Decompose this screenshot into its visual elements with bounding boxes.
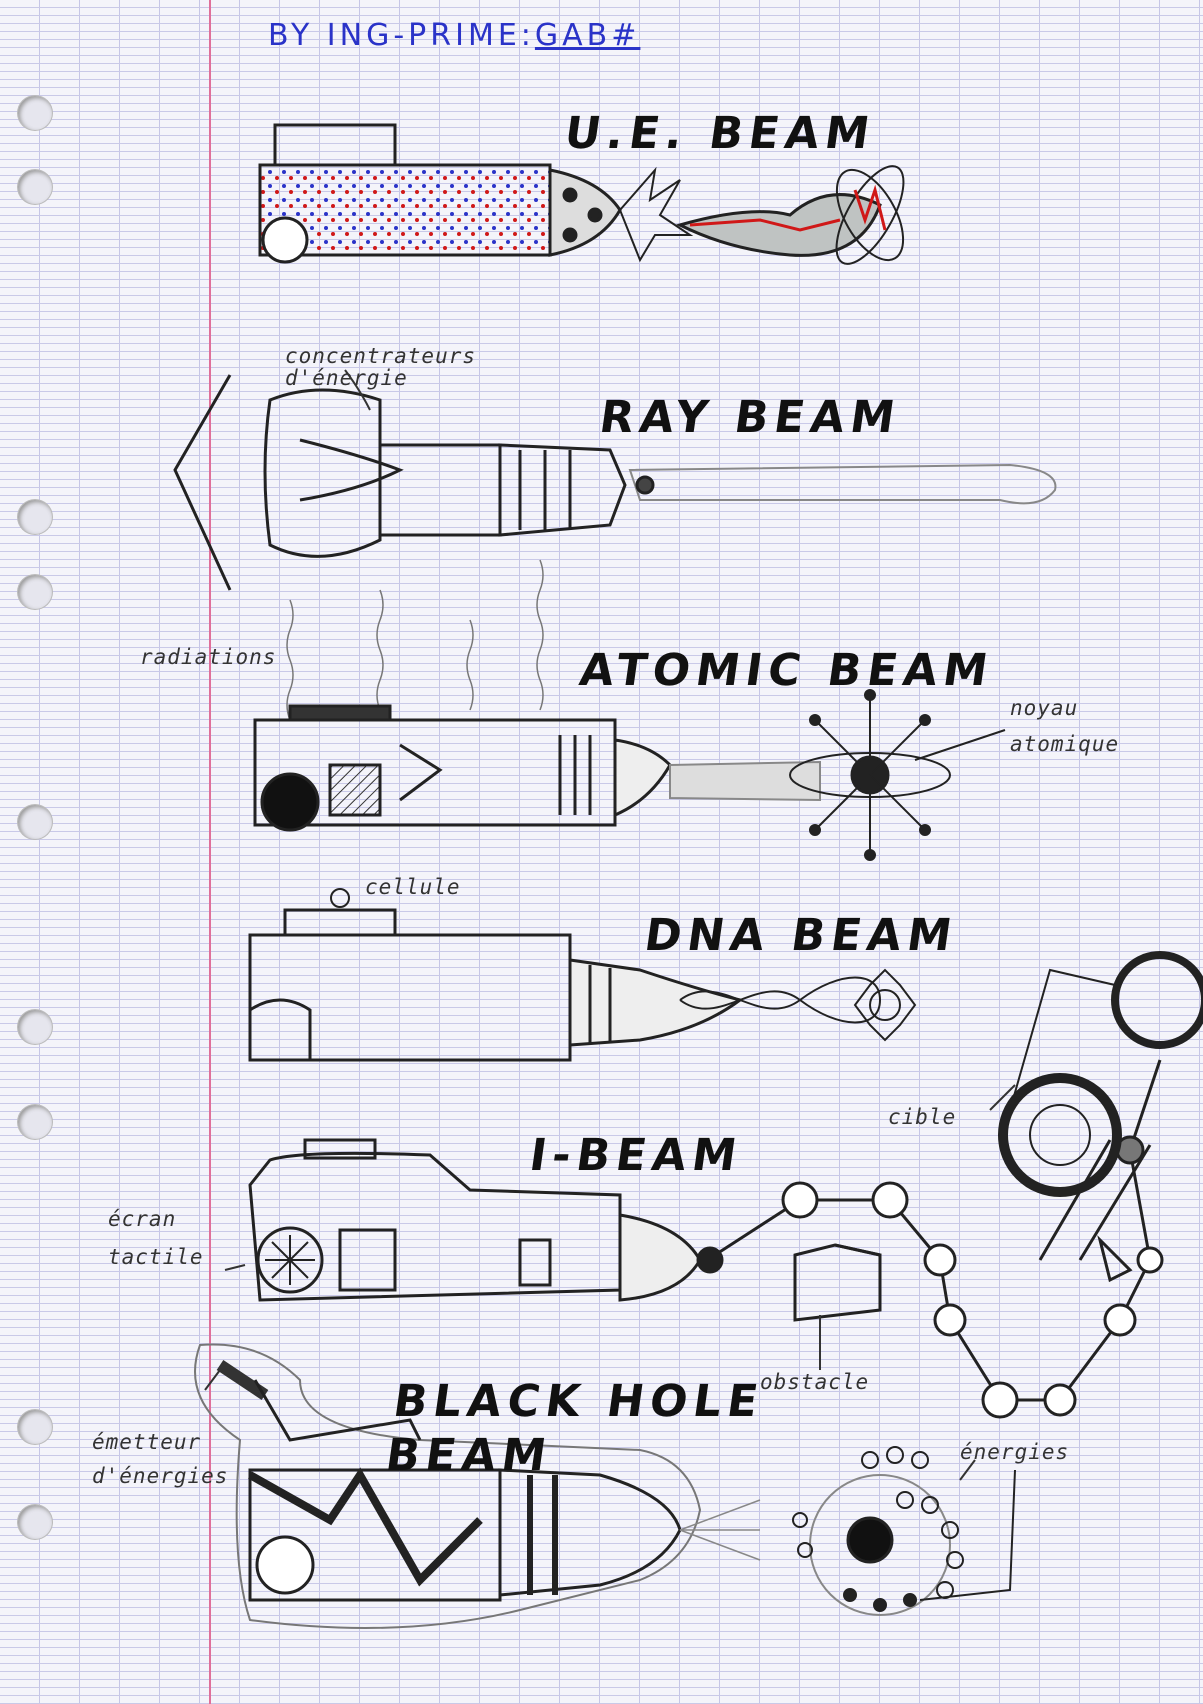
concentrators-label: concentrateurs d'énergie — [285, 344, 477, 390]
beam-title: I-BEAM — [526, 1130, 746, 1181]
punch-hole — [18, 1010, 52, 1044]
beam-title: DNA BEAM — [641, 910, 961, 961]
author-tag: GAB# — [534, 18, 641, 53]
target-label: cible — [888, 1105, 957, 1129]
black-hole-beam-drawing — [194, 1343, 1016, 1629]
energies-label: énergies — [960, 1440, 1070, 1464]
beam-title: ATOMIC BEAM — [576, 645, 997, 696]
obstacle-label: obstacle — [760, 1370, 870, 1394]
radiations-label: radiations — [140, 645, 277, 669]
cell-label: cellule — [365, 875, 461, 899]
emitter-label: émetteur d'énergies — [92, 1430, 229, 1488]
punch-hole — [18, 96, 52, 130]
atomic-core-label: noyau atomique — [1010, 696, 1120, 756]
beam-title: U.E. BEAM — [561, 108, 879, 159]
radiation-waves — [286, 559, 544, 721]
punch-hole — [18, 805, 52, 839]
punch-hole — [18, 500, 52, 534]
ray-beam-drawing — [173, 374, 1057, 591]
beam-title: RAY BEAM — [596, 392, 904, 443]
punch-hole — [18, 1410, 52, 1444]
label-leaders — [204, 369, 1016, 1481]
atomic-beam-drawing — [253, 689, 1006, 861]
touch-screen-label: écran tactile — [108, 1207, 204, 1269]
ue-beam-drawing — [258, 123, 905, 265]
author-prefix: BY ING-PRIME: — [268, 18, 535, 53]
margin-line — [209, 0, 211, 1704]
author-signature: BY ING-PRIME:GAB# — [268, 18, 640, 53]
punch-hole — [18, 575, 52, 609]
punch-hole — [18, 1105, 52, 1139]
punch-hole — [18, 170, 52, 204]
punch-hole — [18, 1505, 52, 1539]
dna-beam-drawing — [248, 888, 917, 1062]
i-beam-drawing — [248, 951, 1203, 1419]
